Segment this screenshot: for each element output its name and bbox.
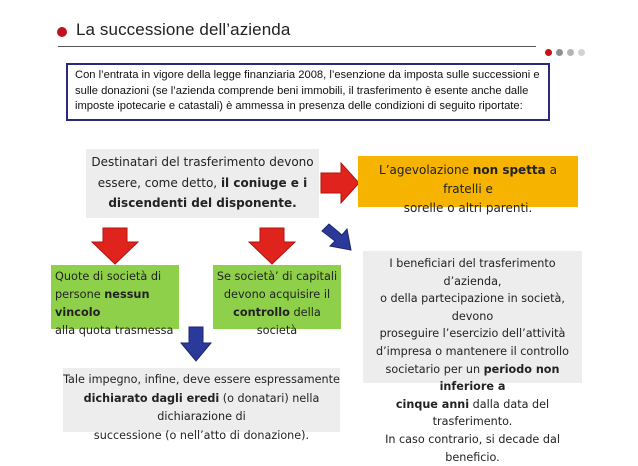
blue-arrow-down <box>179 326 213 362</box>
slide-title: La successione dell’azienda <box>76 20 291 39</box>
continuation-box: I beneficiari del trasferimento d’aziend… <box>363 251 582 464</box>
declaration-line-2: (o donatari) nella dichiarazione di <box>157 391 320 424</box>
declaration-line-2-bold: dichiarato dagli eredi <box>83 391 220 405</box>
recipients-line-2: essere, come detto, <box>97 175 221 190</box>
title-bullet <box>57 27 67 37</box>
intro-text: Con l’entrata in vigore della legge fina… <box>75 69 540 112</box>
red-arrow-down-left <box>90 227 140 265</box>
progress-dot-2 <box>556 49 563 56</box>
partnership-line-3: alla quota trasmessa <box>55 324 174 337</box>
partnership-quota-box: Quote di società di persone nessun vinco… <box>51 265 179 337</box>
continuation-line-1: I beneficiari del trasferimento d’aziend… <box>389 257 556 288</box>
recipients-box: Destinatari del trasferimento devono ess… <box>86 149 319 218</box>
progress-dot-3 <box>567 49 574 56</box>
capital-line-2: devono acquisire il <box>223 288 331 301</box>
continuation-line-6: dalla data del trasferimento. <box>432 397 550 429</box>
exclusion-text-2: a fratelli e <box>443 163 557 196</box>
blue-arrow-diagonal <box>321 223 352 251</box>
continuation-line-7: In caso contrario, si decade dal benefic… <box>385 432 560 464</box>
recipients-line-1: Destinatari del trasferimento devono <box>91 155 314 169</box>
exclusion-text-bold: non spetta <box>472 163 546 177</box>
continuation-line-5: societario per un <box>385 362 484 376</box>
recipients-line-3-bold: discendenti del disponente. <box>108 196 297 210</box>
red-arrow-right <box>320 161 360 205</box>
partnership-line-2-bold: nessun vincolo <box>55 288 150 319</box>
continuation-line-5-bold: periodo non inferiore a <box>439 362 560 394</box>
capital-line-3: della società <box>256 306 321 337</box>
exclusion-text-3: sorelle o altri parenti. <box>403 201 533 215</box>
capital-line-3-bold: controllo <box>233 306 290 319</box>
declaration-line-3: successione (o nell’atto di donazione). <box>93 428 310 442</box>
declaration-line-1: Tale impegno, infine, deve essere espres… <box>63 373 340 386</box>
capital-company-box: Se società’ di capitali devono acquisire… <box>213 265 341 337</box>
recipients-line-2-bold: il coniuge e i <box>220 175 308 190</box>
capital-line-1: Se società’ di capitali <box>216 270 338 283</box>
continuation-line-2: o della partecipazione in società, devon… <box>380 292 565 323</box>
intro-box: Con l’entrata in vigore della legge fina… <box>66 63 550 121</box>
exclusion-box: L’agevolazione non spetta a fratelli e s… <box>358 156 578 215</box>
progress-dot-1 <box>545 49 552 56</box>
continuation-line-6-bold: cinque anni <box>395 397 470 411</box>
continuation-line-3: proseguire l’esercizio dell’attività <box>379 327 566 341</box>
partnership-line-2: persone <box>55 288 105 301</box>
declaration-box: Tale impegno, infine, deve essere espres… <box>63 368 340 442</box>
red-arrow-down-right <box>247 227 297 265</box>
exclusion-text-1: L’agevolazione <box>379 163 473 177</box>
progress-dot-4 <box>578 49 585 56</box>
continuation-line-4: d’impresa o mantenere il controllo <box>375 344 570 358</box>
progress-dots <box>545 43 589 61</box>
partnership-line-1: Quote di società di <box>55 270 162 283</box>
title-rule <box>58 46 536 47</box>
